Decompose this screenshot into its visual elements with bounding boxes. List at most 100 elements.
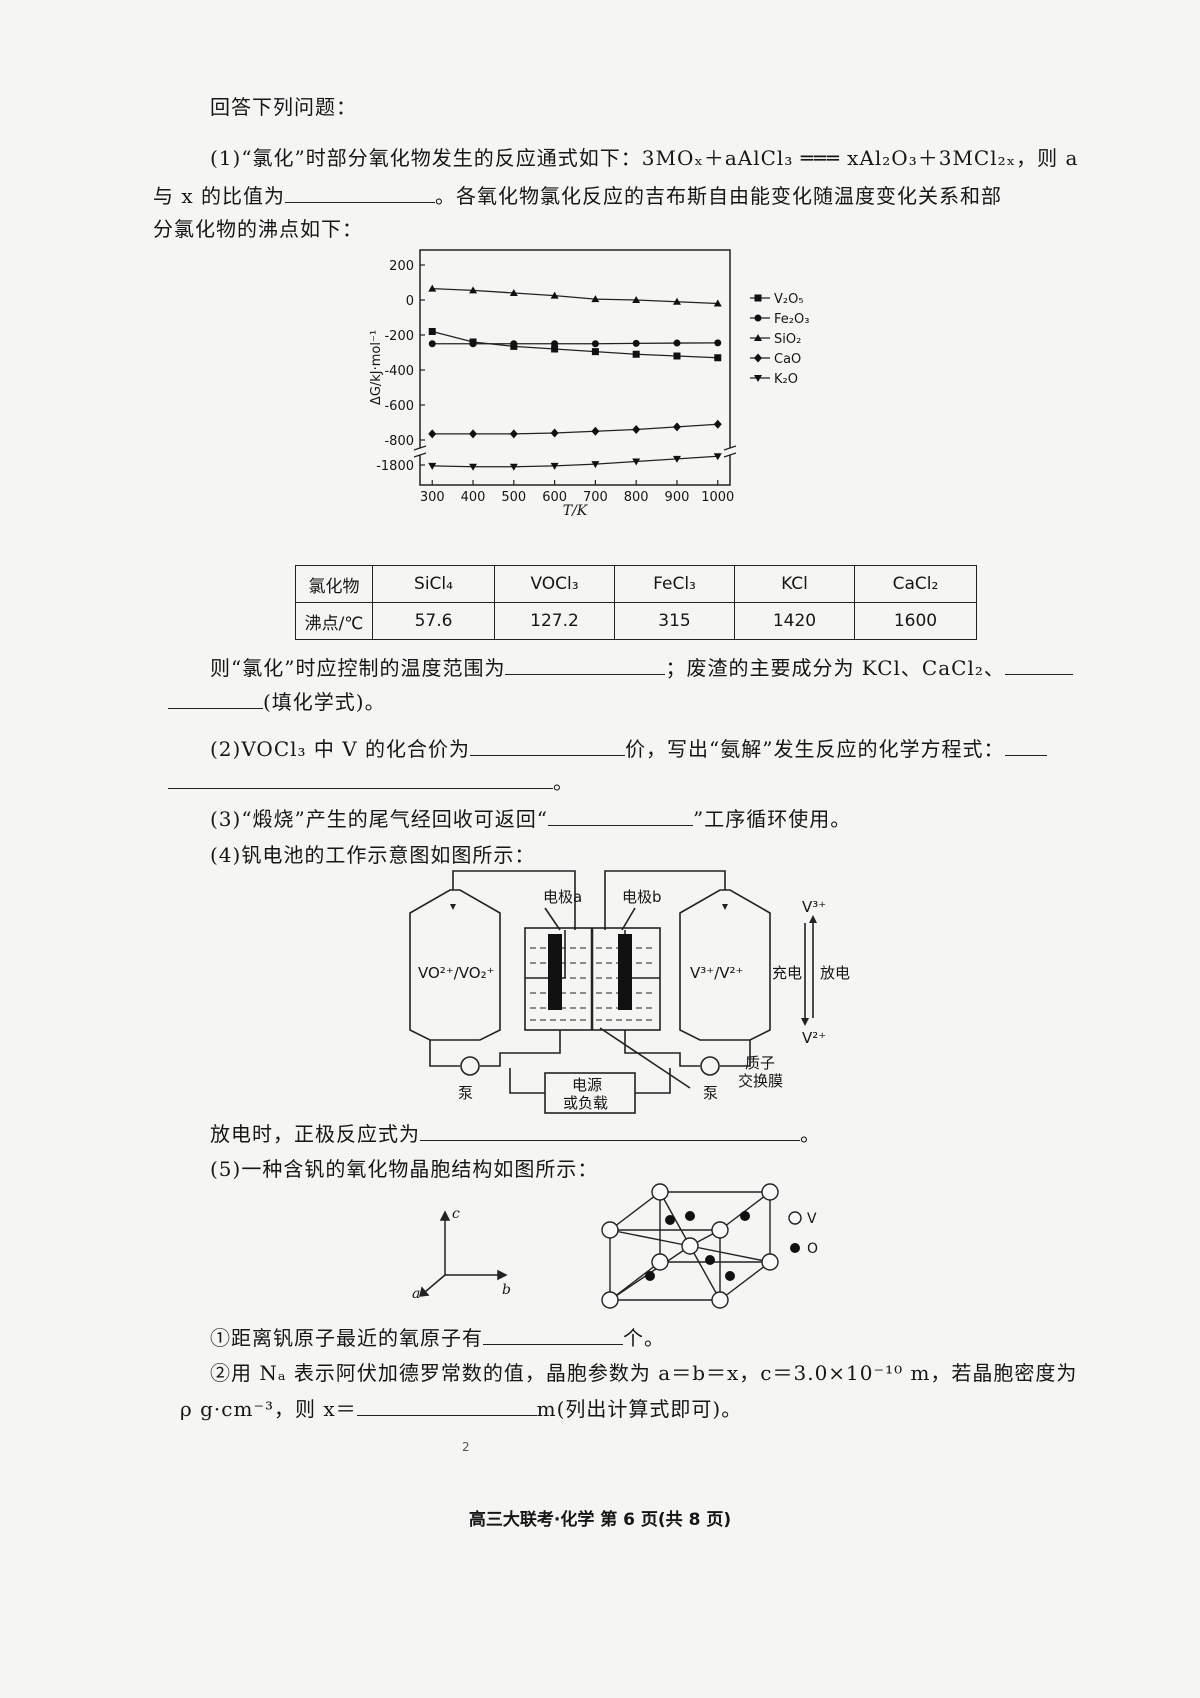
data-point-2-3	[550, 291, 559, 299]
vanadium-atom	[761, 1183, 779, 1201]
axis-break-gap	[414, 448, 426, 455]
answer-blank-process-step[interactable]	[548, 803, 694, 826]
legend-v-marker	[788, 1211, 802, 1225]
q1-line5-text: (填化学式)。	[263, 690, 386, 714]
data-point-1-0	[428, 340, 436, 348]
q3-text-a: (3)“煅烧”产生的尾气经回收可返回“	[210, 807, 549, 831]
q1-line3: 分氯化物的沸点如下：	[153, 217, 363, 241]
q5-sub1-text-b: 个。	[623, 1326, 665, 1350]
answer-blank-residue-cont[interactable]	[168, 686, 263, 709]
bottom-right-pipe	[720, 1040, 751, 1067]
crystal-axes-diagram: c a b	[412, 1206, 511, 1300]
oxygen-atom	[665, 1215, 675, 1225]
q2-line2-text: 。	[553, 770, 574, 794]
answer-blank-lattice-x[interactable]	[356, 1393, 537, 1416]
answer-blank-valence[interactable]	[470, 733, 626, 756]
x-axis-label: T/K	[563, 503, 589, 519]
data-point-4-0	[428, 462, 437, 470]
table-compound-cell: SiCl₄	[372, 565, 495, 603]
answer-blank-equation-cont[interactable]	[168, 766, 553, 789]
q3-text-b: ”工序循环使用。	[693, 807, 852, 831]
membrane-label-2: 交换膜	[738, 1072, 783, 1090]
table-compound-cell: FeCl₃	[614, 565, 735, 603]
table-value-cell: 127.2	[494, 602, 615, 640]
q1-line4-text-b: ；废渣的主要成分为 KCl、CaCl₂、	[665, 656, 1005, 680]
answer-blank-positive-electrode[interactable]	[420, 1118, 800, 1141]
y-tick-label: -800	[384, 434, 414, 449]
q5-sub1-line: ①距离钒原子最近的氧原子有个。	[210, 1322, 665, 1353]
table-compound-cell: CaCl₂	[854, 565, 977, 603]
axis-b-label: b	[502, 1282, 511, 1298]
data-point-1-3	[551, 340, 559, 348]
data-point-3-5	[632, 425, 641, 434]
table-value-cell: 57.6	[372, 602, 495, 640]
answer-blank-temperature[interactable]	[505, 652, 666, 675]
y-tick-label: -1800	[376, 459, 414, 474]
power-label-2: 或负载	[563, 1094, 608, 1112]
axis-break-gap	[724, 448, 736, 455]
right-tank-label: V³⁺/V²⁺	[690, 964, 743, 982]
data-point-4-5	[632, 458, 641, 466]
data-point-3-2	[509, 429, 518, 439]
x-tick-label: 600	[542, 490, 567, 505]
unit-cell-diagram: V O	[601, 1183, 818, 1309]
left-pump-label: 泵	[458, 1084, 473, 1102]
legend-label: SiO₂	[774, 332, 801, 347]
discharge-label: 放电	[820, 964, 850, 982]
answer-blank-oxygen-count[interactable]	[483, 1322, 623, 1345]
legend-label: Fe₂O₃	[774, 312, 809, 327]
answer-blank-residue[interactable]	[1004, 652, 1073, 675]
table-value-cell: 1420	[734, 602, 855, 640]
legend-label: CaO	[774, 352, 801, 367]
legend-o-marker	[790, 1243, 800, 1253]
table-compound-cell: KCl	[734, 565, 855, 603]
data-point-3-0	[428, 429, 437, 439]
charge-label: 充电	[772, 964, 802, 982]
q1-line2: 与 x 的比值为。各氧化物氯化反应的吉布斯自由能变化随温度变化关系和部	[153, 180, 1002, 211]
axis-c-label: c	[452, 1206, 460, 1222]
oxygen-atom	[740, 1211, 750, 1221]
data-point-2-0	[428, 284, 437, 292]
x-tick-label: 800	[624, 490, 649, 505]
data-point-3-4	[591, 426, 600, 436]
vanadium-atom	[761, 1253, 779, 1271]
oxygen-atom	[685, 1211, 695, 1221]
q5-sub3-line: ρ g·cm⁻³，则 x＝m(列出计算式即可)。	[180, 1393, 742, 1424]
legend-o-label: O	[807, 1241, 818, 1257]
data-point-2-2	[509, 289, 518, 296]
q4-answer-line: 放电时，正极反应式为。	[210, 1118, 821, 1149]
table-compound-cell: VOCl₃	[494, 565, 615, 603]
legend-marker	[754, 314, 762, 322]
answer-blank-equation[interactable]	[1004, 733, 1047, 756]
data-point-4-7	[713, 453, 722, 461]
answer-blank-ratio[interactable]	[285, 180, 435, 203]
table-row-label-cell: 沸点/℃	[295, 602, 373, 640]
page-footer: 高三大联考·化学 第 6 页(共 8 页)	[468, 1510, 732, 1530]
q2-line1-text-b: 价，写出“氨解”发生反应的化学方程式：	[625, 737, 1005, 761]
x-tick-label: 500	[501, 490, 526, 505]
series-line-3	[432, 423, 718, 435]
data-point-4-1	[469, 463, 478, 471]
table-value-cell: 1600	[854, 602, 977, 640]
intro-line: 回答下列问题：	[210, 95, 357, 119]
table-value-cell: 315	[614, 602, 735, 640]
electrode-b	[618, 934, 632, 1010]
vanadium-atom	[651, 1183, 669, 1201]
bottom-left-pipe	[429, 1040, 460, 1067]
data-point-2-4	[591, 295, 600, 303]
x-tick-label: 300	[420, 490, 445, 505]
q1-line4: 则“氯化”时应控制的温度范围为；废渣的主要成分为 KCl、CaCl₂、	[210, 652, 1073, 683]
q5-sub3-text-a: ρ g·cm⁻³，则 x＝	[180, 1397, 357, 1421]
table-header-cell: 氯化物	[295, 565, 373, 603]
right-pump-label: 泵	[703, 1084, 718, 1102]
data-point-0-4	[591, 348, 599, 356]
electrode-a-label: 电极a	[543, 888, 582, 906]
legend-label: K₂O	[774, 372, 798, 387]
data-point-3-6	[672, 422, 681, 432]
x-tick-label: 1000	[701, 490, 734, 505]
right-tank-shape	[679, 889, 771, 1041]
q1-line1: (1)“氯化”时部分氧化物发生的反应通式如下：3MOₓ＋aAlCl₃ ═══ x…	[210, 146, 1079, 170]
y-tick-label: 200	[389, 259, 414, 274]
v2-ion-label: V²⁺	[802, 1029, 826, 1047]
data-point-2-1	[469, 286, 478, 294]
